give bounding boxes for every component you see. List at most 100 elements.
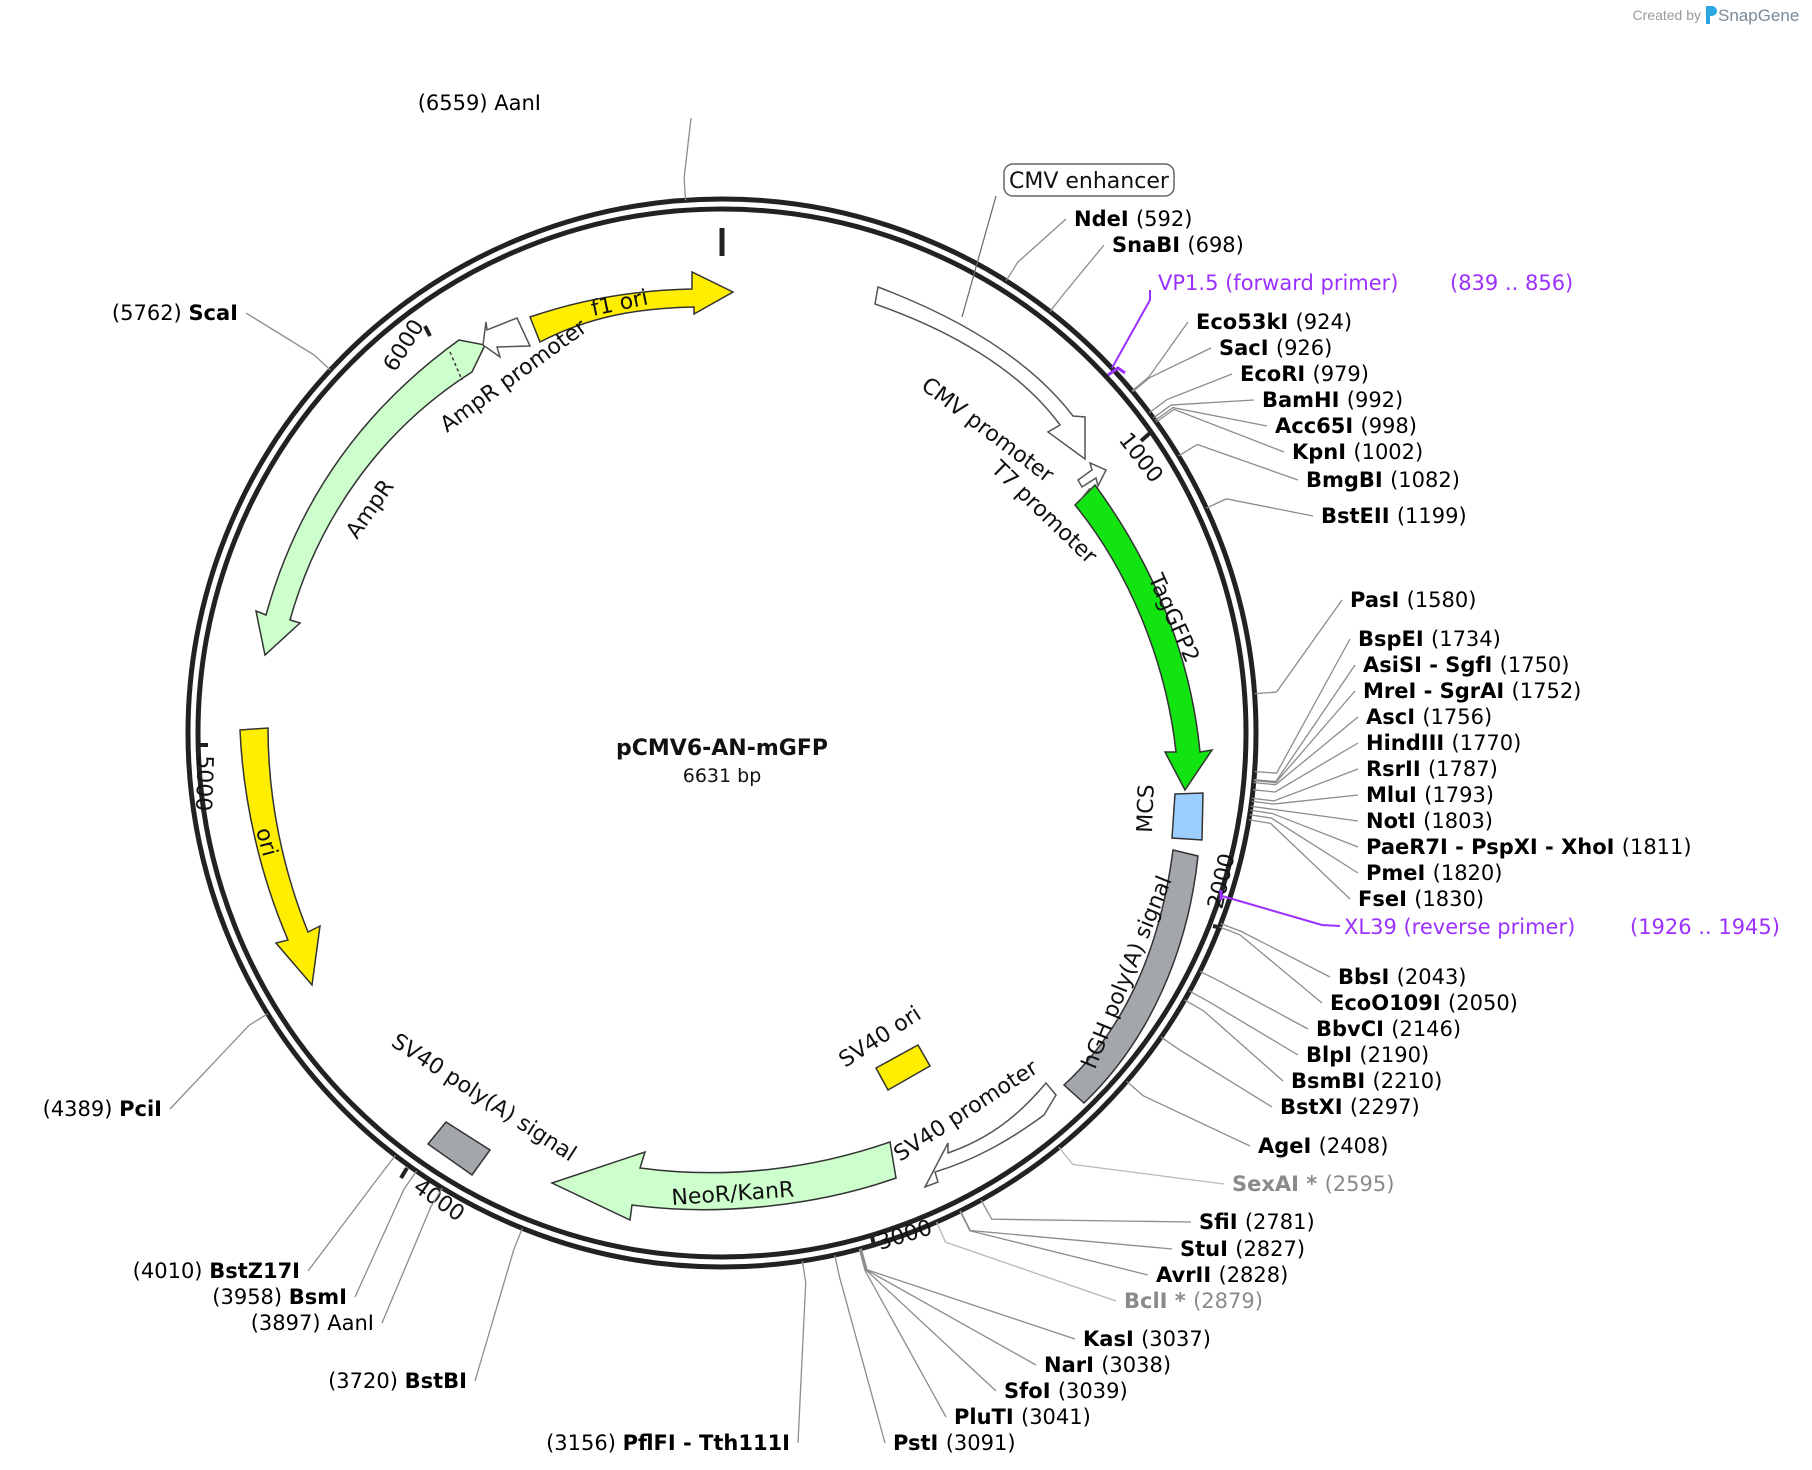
restriction-site-label[interactable]: EcoRI (979) <box>1240 362 1369 386</box>
restriction-site-label[interactable]: KpnI (1002) <box>1292 440 1423 464</box>
feature-t7-promoter[interactable] <box>1077 461 1108 489</box>
restriction-site-label[interactable]: BsmBI (2210) <box>1291 1069 1442 1093</box>
restriction-site-label[interactable]: SnaBI (698) <box>1112 233 1244 257</box>
restriction-site-label[interactable]: AvrII (2828) <box>1156 1263 1288 1287</box>
feature-ampr-promoter[interactable] <box>482 317 532 359</box>
snapgene-credit[interactable]: Created by SnapGene <box>1633 6 1800 25</box>
site-position: (6559) <box>418 91 495 115</box>
restriction-site-label[interactable]: BspEI (1734) <box>1358 627 1501 651</box>
restriction-site-label[interactable]: SacI (926) <box>1219 336 1332 360</box>
restriction-site-label[interactable]: NdeI (592) <box>1074 207 1192 231</box>
primers: VP1.5 (forward primer) (839 .. 856) XL39… <box>1107 271 1780 939</box>
site-enzyme-name: PciI <box>119 1097 162 1121</box>
restriction-site-label[interactable]: MluI (1793) <box>1366 783 1494 807</box>
restriction-site-label[interactable]: MreI - SgrAI (1752) <box>1363 679 1581 703</box>
backbone <box>185 196 1259 1270</box>
restriction-site-label[interactable]: SfiI (2781) <box>1199 1210 1315 1234</box>
site-position: (998) <box>1361 414 1417 438</box>
restriction-site-label[interactable]: (3897) AanI <box>251 1311 374 1335</box>
restriction-site-label[interactable]: BmgBI (1082) <box>1306 468 1460 492</box>
restriction-site-label[interactable]: (4010) BstZ17I <box>133 1259 300 1283</box>
restriction-site-label[interactable]: BclI * (2879) <box>1124 1289 1263 1313</box>
site-leader-line <box>1251 768 1359 802</box>
feature-mcs[interactable] <box>1171 792 1204 841</box>
site-position: (926) <box>1276 336 1332 360</box>
restriction-site-label[interactable]: FseI (1830) <box>1358 887 1484 911</box>
site-position: (1803) <box>1423 809 1493 833</box>
restriction-site-label[interactable]: (3156) PflFI - Tth111I <box>546 1431 790 1455</box>
restriction-site-label[interactable]: StuI (2827) <box>1180 1237 1305 1261</box>
site-leader-line <box>1219 926 1323 1004</box>
site-enzyme-name: BstZ17I <box>209 1259 300 1283</box>
primer-label-xl39[interactable]: XL39 (reverse primer) <box>1344 915 1575 939</box>
restriction-site-label[interactable]: PluTI (3041) <box>954 1405 1091 1429</box>
site-enzyme-name: ScaI <box>188 301 238 325</box>
restriction-site-label[interactable]: (6559) AanI <box>418 91 541 115</box>
restriction-site-label[interactable]: BstEII (1199) <box>1321 504 1467 528</box>
site-enzyme-name: MreI - SgrAI <box>1363 679 1512 703</box>
restriction-site-label[interactable]: RsrII (1787) <box>1366 757 1498 781</box>
restriction-site-label[interactable]: AscI (1756) <box>1366 705 1492 729</box>
site-position: (3958) <box>212 1285 289 1309</box>
restriction-site-label[interactable]: PstI (3091) <box>893 1431 1016 1455</box>
restriction-site-label[interactable]: AgeI (2408) <box>1258 1134 1389 1158</box>
restriction-site-label[interactable]: SfoI (3039) <box>1004 1379 1128 1403</box>
site-leader-line <box>1252 742 1359 793</box>
restriction-site-label[interactable]: Eco53kI (924) <box>1196 310 1352 334</box>
feature-sv40-promoter[interactable] <box>923 1081 1057 1189</box>
site-enzyme-name: BclI * <box>1124 1289 1193 1313</box>
site-leader-line <box>354 1170 418 1298</box>
restriction-site-label[interactable]: PasI (1580) <box>1350 588 1476 612</box>
feature-taggfp2[interactable] <box>1073 483 1214 792</box>
site-enzyme-name: KasI <box>1083 1327 1141 1351</box>
site-enzyme-name: FseI <box>1358 887 1414 911</box>
primer-range-vp15: (839 .. 856) <box>1450 271 1573 295</box>
restriction-site-label[interactable]: HindIII (1770) <box>1366 731 1521 755</box>
site-leader-line <box>381 1187 443 1324</box>
restriction-site-label[interactable]: (3720) BstBI <box>328 1369 467 1393</box>
feature-sv40-ori[interactable] <box>874 1043 932 1092</box>
restriction-site-label[interactable]: NarI (3038) <box>1044 1353 1171 1377</box>
restriction-site-label[interactable]: BlpI (2190) <box>1306 1043 1429 1067</box>
restriction-site-label[interactable]: (3958) BsmI <box>212 1285 347 1309</box>
site-leader-line <box>1049 244 1105 312</box>
restriction-site-label[interactable]: KasI (3037) <box>1083 1327 1211 1351</box>
feature-hgh-polya[interactable] <box>1062 849 1199 1105</box>
site-position: (2879) <box>1193 1289 1263 1313</box>
feature-sv40-polya[interactable] <box>426 1121 492 1177</box>
feature-ori[interactable] <box>239 727 321 987</box>
feature-ampr[interactable] <box>254 339 487 657</box>
site-enzyme-name: StuI <box>1180 1237 1235 1261</box>
feature-neor-kanr[interactable] <box>549 1141 897 1222</box>
restriction-site-label[interactable]: (5762) ScaI <box>112 301 238 325</box>
site-leader-line <box>307 1155 396 1272</box>
feature-f1-ori[interactable] <box>529 270 735 344</box>
site-leader-line <box>1058 1146 1225 1185</box>
restriction-site-label[interactable]: SexAI * (2595) <box>1232 1172 1394 1196</box>
features <box>239 270 1214 1222</box>
site-enzyme-name: PstI <box>893 1431 946 1455</box>
site-enzyme-name: NarI <box>1044 1353 1101 1377</box>
primer-label-vp15[interactable]: VP1.5 (forward primer) <box>1158 271 1399 295</box>
restriction-site-label[interactable]: EcoO109I (2050) <box>1330 991 1518 1015</box>
restriction-site-label[interactable]: PmeI (1820) <box>1366 861 1502 885</box>
site-position: (698) <box>1187 233 1243 257</box>
restriction-site-label[interactable]: (4389) PciI <box>43 1097 162 1121</box>
site-position: (2828) <box>1219 1263 1289 1287</box>
site-leader-line <box>1199 970 1309 1030</box>
site-leader-line <box>1253 690 1356 784</box>
site-leader-line <box>1254 638 1351 774</box>
restriction-site-label[interactable]: PaeR7I - PspXI - XhoI (1811) <box>1366 835 1692 859</box>
restriction-site-label[interactable]: BstXI (2297) <box>1280 1095 1420 1119</box>
plasmid-title: pCMV6-AN-mGFP 6631 bp <box>616 736 828 787</box>
restriction-site-label[interactable]: Acc65I (998) <box>1275 414 1417 438</box>
tick-mark-1000 <box>1139 431 1152 443</box>
restriction-site-label[interactable]: BbsI (2043) <box>1338 965 1467 989</box>
restriction-site-label[interactable]: BamHI (992) <box>1262 388 1403 412</box>
ampr-promoter-overlap <box>449 351 463 381</box>
restriction-site-label[interactable]: AsiSI - SgfI (1750) <box>1363 653 1570 677</box>
restriction-site-label[interactable]: BbvCI (2146) <box>1316 1017 1461 1041</box>
site-enzyme-name: Acc65I <box>1275 414 1361 438</box>
feature-cmv-promoter[interactable] <box>874 285 1086 461</box>
restriction-site-label[interactable]: NotI (1803) <box>1366 809 1493 833</box>
